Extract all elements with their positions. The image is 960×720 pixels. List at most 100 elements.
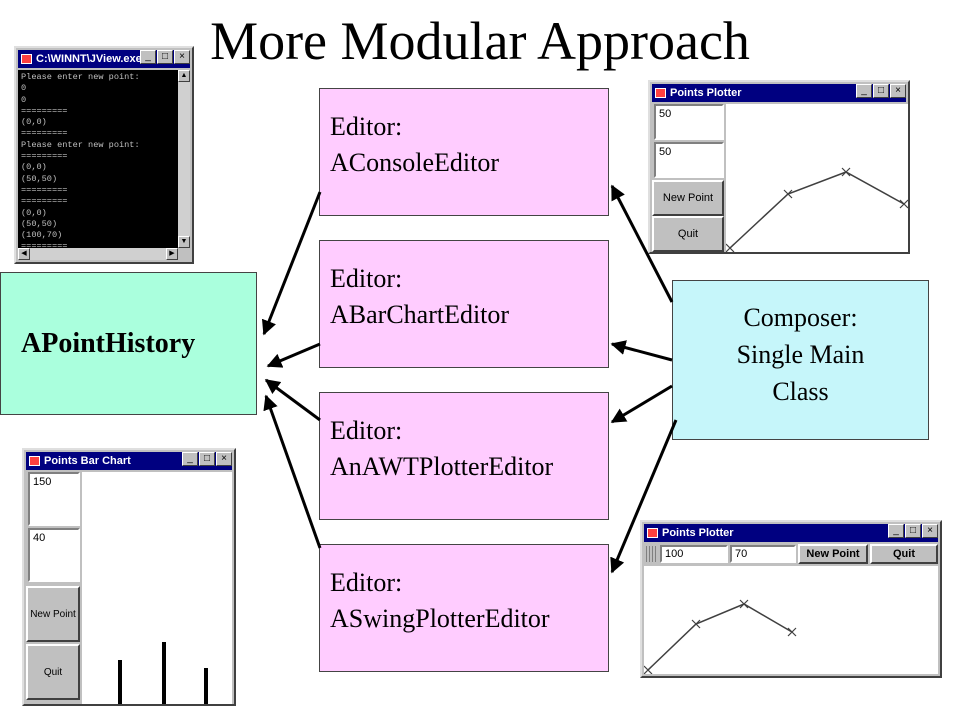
plotter-vertical-plot — [725, 167, 908, 252]
minimize-icon[interactable]: _ — [182, 452, 198, 466]
close-icon[interactable]: × — [922, 524, 938, 538]
arrow-awtplotter-editor-to-model — [264, 378, 321, 422]
editor-swingplotter-class: ASwingPlotterEditor — [330, 604, 550, 633]
composer-box: Composer: Single Main Class — [672, 280, 929, 440]
console-window-controls: _ □ × — [140, 50, 190, 64]
bar-chart-window: Points Bar Chart _ □ × 150 40 New Point … — [22, 448, 236, 706]
plotter-horizontal-title: Points Plotter — [662, 527, 734, 539]
plot-point-marker — [787, 627, 797, 637]
maximize-icon[interactable]: □ — [157, 50, 173, 64]
composer-line-1: Composer: — [743, 303, 858, 332]
plotter-vertical-new-point-button[interactable]: New Point — [652, 180, 724, 216]
model-label: APointHistory — [21, 327, 196, 359]
plot-point-marker — [643, 665, 653, 675]
plotter-horizontal-quit-button[interactable]: Quit — [870, 544, 938, 564]
arrow-composer-to-barchart-editor — [610, 340, 673, 362]
plotter-horizontal-app-icon — [647, 528, 658, 538]
maximize-icon[interactable]: □ — [199, 452, 215, 466]
bar — [162, 642, 166, 704]
editor-console-class: AConsoleEditor — [330, 148, 499, 177]
plot-point-marker — [739, 599, 749, 609]
bar-chart-title: Points Bar Chart — [44, 455, 131, 467]
bar-chart-window-controls: _ □ × — [182, 452, 232, 466]
scroll-up-icon[interactable]: ▲ — [178, 70, 190, 82]
scroll-left-icon[interactable]: ◀ — [18, 248, 30, 260]
console-app-icon — [21, 54, 32, 64]
plotter-vertical-window: Points Plotter _ □ × 50 50 New Point Qui… — [648, 80, 910, 254]
editor-swingplotter-box: Editor: ASwingPlotterEditor — [319, 544, 609, 672]
editor-awtplotter-box: Editor: AnAWTPlotterEditor — [319, 392, 609, 520]
page-title: More Modular Approach — [210, 11, 750, 71]
bar-chart-plot — [118, 642, 208, 704]
minimize-icon[interactable]: _ — [856, 84, 872, 98]
editor-barchart-box: Editor: ABarChartEditor — [319, 240, 609, 368]
plotter-horizontal-canvas — [643, 566, 938, 675]
plotter-horizontal-y-field[interactable]: 70 — [730, 545, 796, 563]
bar — [118, 660, 122, 704]
plotter-vertical-titlebar[interactable]: Points Plotter — [652, 84, 906, 102]
editor-barchart-label: Editor: — [330, 264, 403, 293]
plot-point-marker — [691, 619, 701, 629]
plotter-horizontal-window-controls: _ □ × — [888, 524, 938, 538]
plot-point-marker — [783, 189, 793, 199]
arrow-console-editor-to-model — [261, 191, 322, 336]
plotter-vertical-x-field[interactable]: 50 — [654, 104, 724, 140]
minimize-icon[interactable]: _ — [140, 50, 156, 64]
arrow-swingplotter-editor-to-model — [263, 394, 322, 549]
bar — [204, 668, 208, 704]
close-icon[interactable]: × — [216, 452, 232, 466]
plotter-vertical-quit-button[interactable]: Quit — [652, 216, 724, 252]
close-icon[interactable]: × — [890, 84, 906, 98]
arrow-barchart-editor-to-model — [266, 342, 321, 368]
composer-line-2: Single Main — [736, 340, 865, 369]
maximize-icon[interactable]: □ — [873, 84, 889, 98]
scroll-right-icon[interactable]: ▶ — [166, 248, 178, 260]
editor-console-box: Editor: AConsoleEditor — [319, 88, 609, 216]
console-output: Please enter new point: 0 0 ========= (0… — [18, 70, 178, 248]
plotter-horizontal-new-point-button[interactable]: New Point — [798, 544, 868, 564]
plot-line — [647, 603, 793, 671]
arrow-composer-to-awtplotter-editor — [610, 384, 673, 424]
bar-chart-app-icon — [29, 456, 40, 466]
maximize-icon[interactable]: □ — [905, 524, 921, 538]
bar-chart-x-field[interactable]: 150 — [28, 472, 80, 526]
composer-line-3: Class — [772, 377, 829, 406]
console-vertical-scrollbar[interactable]: ▲ ▼ — [178, 70, 190, 248]
plotter-vertical-y-field[interactable]: 50 — [654, 142, 724, 178]
bar-chart-quit-button[interactable]: Quit — [26, 644, 80, 700]
plot-markers — [725, 167, 908, 252]
arrow-composer-to-console-editor — [610, 184, 674, 303]
model-box: APointHistory — [0, 272, 257, 415]
plotter-vertical-window-controls: _ □ × — [856, 84, 906, 98]
editor-swingplotter-label: Editor: — [330, 568, 403, 597]
console-window: C:\WINNT\JView.exe _ □ × Please enter ne… — [14, 46, 194, 264]
bar-chart-titlebar[interactable]: Points Bar Chart — [26, 452, 232, 470]
resize-grip[interactable] — [646, 546, 658, 562]
close-icon[interactable]: × — [174, 50, 190, 64]
bar-chart-new-point-button[interactable]: New Point — [26, 586, 80, 642]
editor-awtplotter-label: Editor: — [330, 416, 403, 445]
plot-line — [729, 171, 905, 249]
arrow-composer-to-swingplotter-editor — [610, 419, 678, 574]
plotter-horizontal-plot — [643, 599, 797, 675]
plotter-vertical-app-icon — [655, 88, 666, 98]
editor-barchart-class: ABarChartEditor — [330, 300, 510, 329]
plotter-vertical-canvas — [725, 104, 908, 252]
minimize-icon[interactable]: _ — [888, 524, 904, 538]
plot-markers — [643, 599, 797, 675]
scroll-down-icon[interactable]: ▼ — [178, 236, 190, 248]
plotter-vertical-title: Points Plotter — [670, 87, 742, 99]
console-horizontal-scrollbar[interactable]: ◀ ▶ — [18, 248, 178, 260]
bar-chart-canvas — [82, 472, 232, 704]
plot-point-marker — [841, 167, 851, 177]
plotter-horizontal-window: Points Plotter _ □ × 100 70 New Point Qu… — [640, 520, 942, 678]
plotter-horizontal-titlebar[interactable]: Points Plotter — [644, 524, 938, 542]
plotter-horizontal-x-field[interactable]: 100 — [660, 545, 728, 563]
plot-point-marker — [899, 199, 908, 209]
console-window-title: C:\WINNT\JView.exe — [36, 53, 142, 65]
bar-chart-y-field[interactable]: 40 — [28, 528, 80, 582]
plot-point-marker — [725, 243, 735, 252]
editor-console-label: Editor: — [330, 112, 403, 141]
editor-awtplotter-class: AnAWTPlotterEditor — [330, 452, 554, 481]
